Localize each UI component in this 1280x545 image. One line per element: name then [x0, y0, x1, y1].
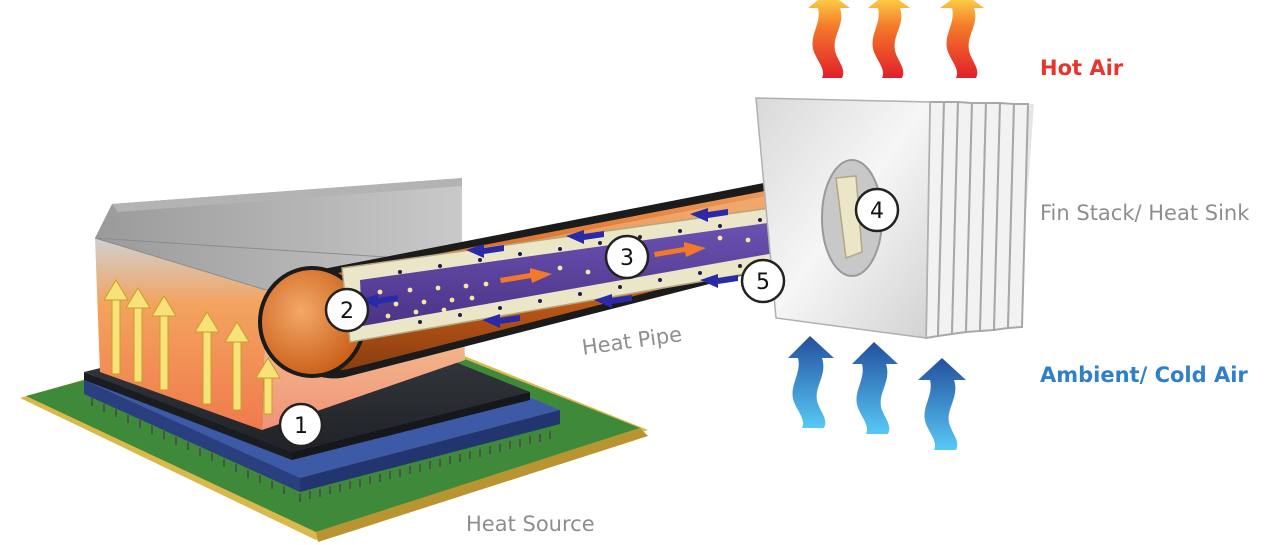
step-marker-2: 2	[324, 287, 370, 333]
svg-text:2: 2	[340, 299, 354, 324]
wavy-up-arrow-icon	[940, 0, 984, 78]
svg-text:3: 3	[620, 246, 634, 271]
step-marker-5: 5	[740, 258, 786, 304]
condenser-section	[835, 175, 863, 260]
wavy-up-arrow-icon	[918, 358, 966, 450]
fin-stack-label: Fin Stack/ Heat Sink	[1040, 201, 1250, 225]
wavy-up-arrow-icon	[868, 0, 910, 78]
heat-sink	[755, 97, 1034, 340]
cold-air-arrows	[788, 336, 966, 450]
heat-source-label: Heat Source	[466, 512, 595, 536]
wavy-up-arrow-icon	[852, 342, 898, 434]
rising-heat-arrows	[103, 279, 281, 415]
chip-pins	[91, 398, 551, 502]
svg-text:4: 4	[870, 199, 884, 224]
step-marker-1: 1	[278, 402, 324, 448]
ambient-cold-air-label: Ambient/ Cold Air	[1040, 363, 1248, 387]
wavy-up-arrow-icon	[808, 0, 850, 78]
svg-text:1: 1	[294, 414, 308, 439]
step-marker-4: 4	[854, 187, 900, 233]
svg-text:5: 5	[756, 270, 770, 295]
hot-air-arrows	[808, 0, 984, 78]
step-marker-3: 3	[604, 234, 650, 280]
wavy-up-arrow-icon	[788, 336, 834, 428]
hot-air-label: Hot Air	[1040, 56, 1124, 80]
